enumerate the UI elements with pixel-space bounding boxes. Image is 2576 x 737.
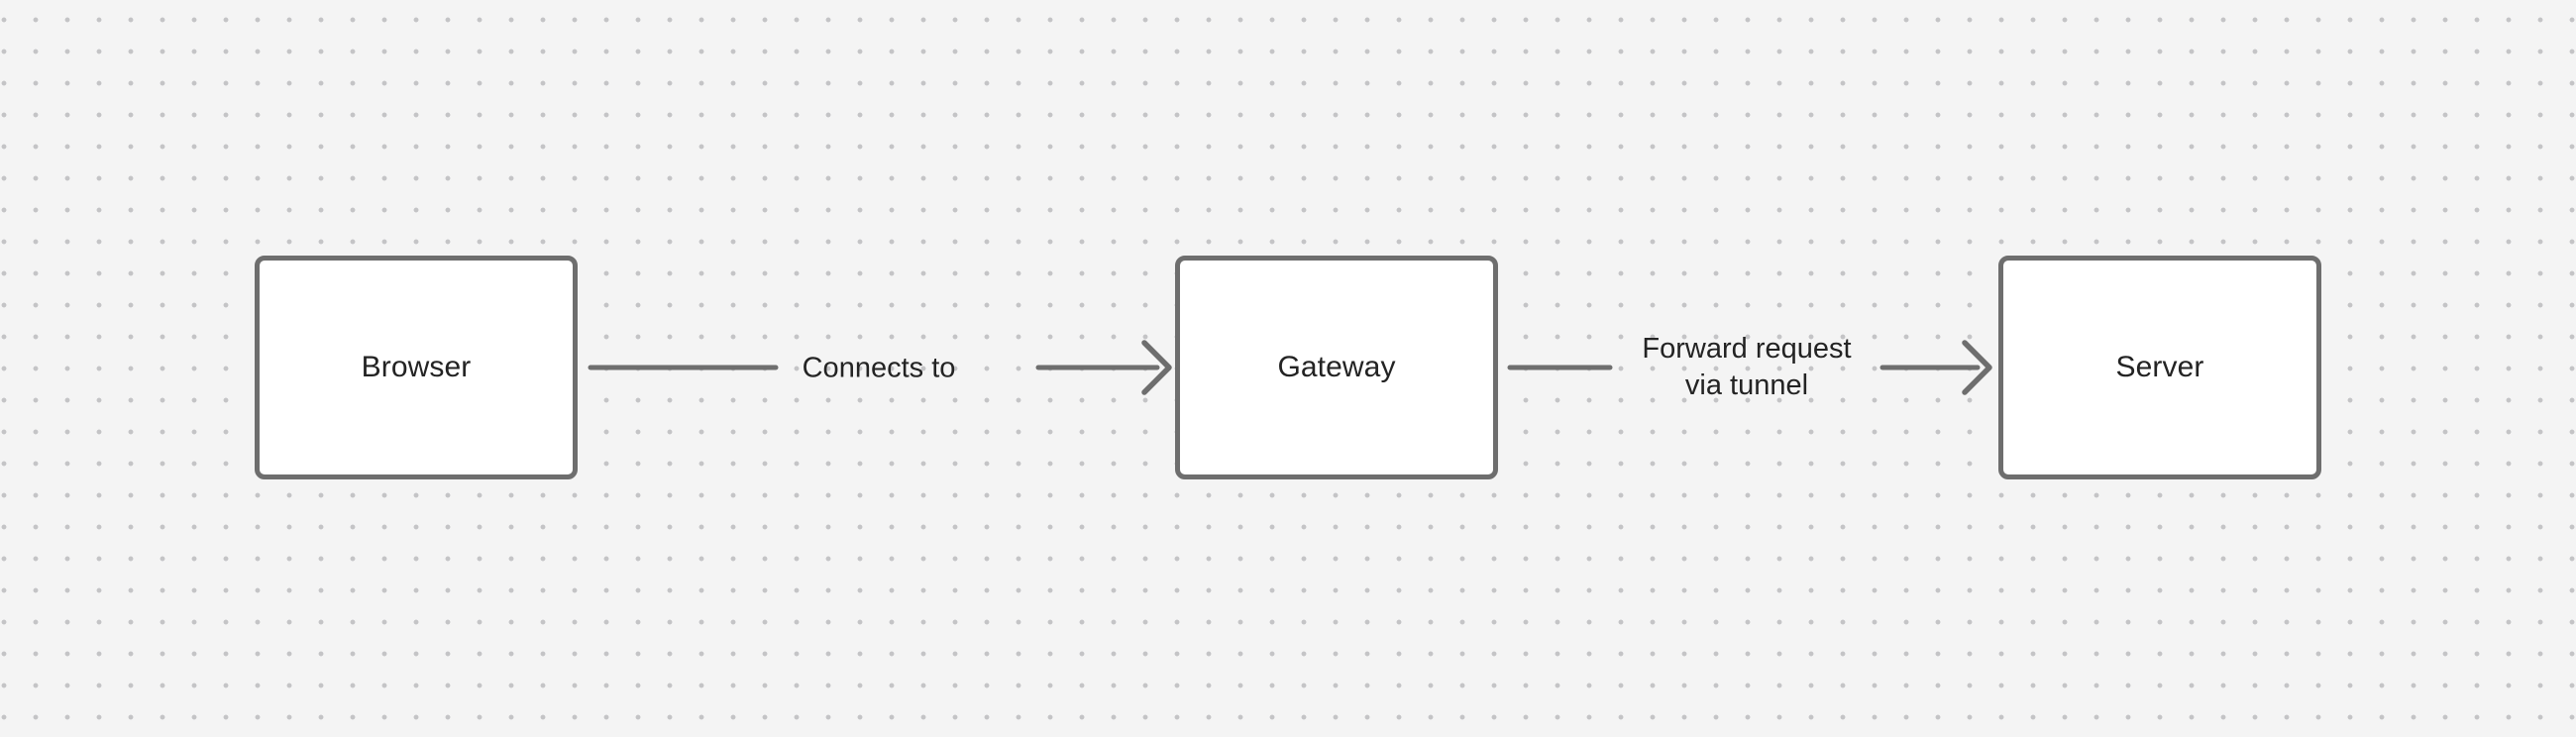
arrowhead-icon: [1962, 340, 1992, 395]
node-gateway-label: Gateway: [1277, 351, 1396, 383]
edge-label-line-1: Forward request: [1642, 332, 1852, 365]
edge-label-line-2: via tunnel: [1684, 369, 1809, 401]
node-browser-label: Browser: [361, 351, 472, 383]
edge-label-connects-to: Connects to: [802, 352, 956, 384]
arrowhead-icon: [1141, 340, 1172, 395]
node-server[interactable]: Server: [1998, 256, 2321, 479]
node-server-label: Server: [2115, 351, 2204, 383]
node-browser[interactable]: Browser: [255, 256, 578, 479]
edge-label-forward-request-via-tunnel: Forward request via tunnel: [1642, 331, 1851, 404]
node-gateway[interactable]: Gateway: [1175, 256, 1498, 479]
